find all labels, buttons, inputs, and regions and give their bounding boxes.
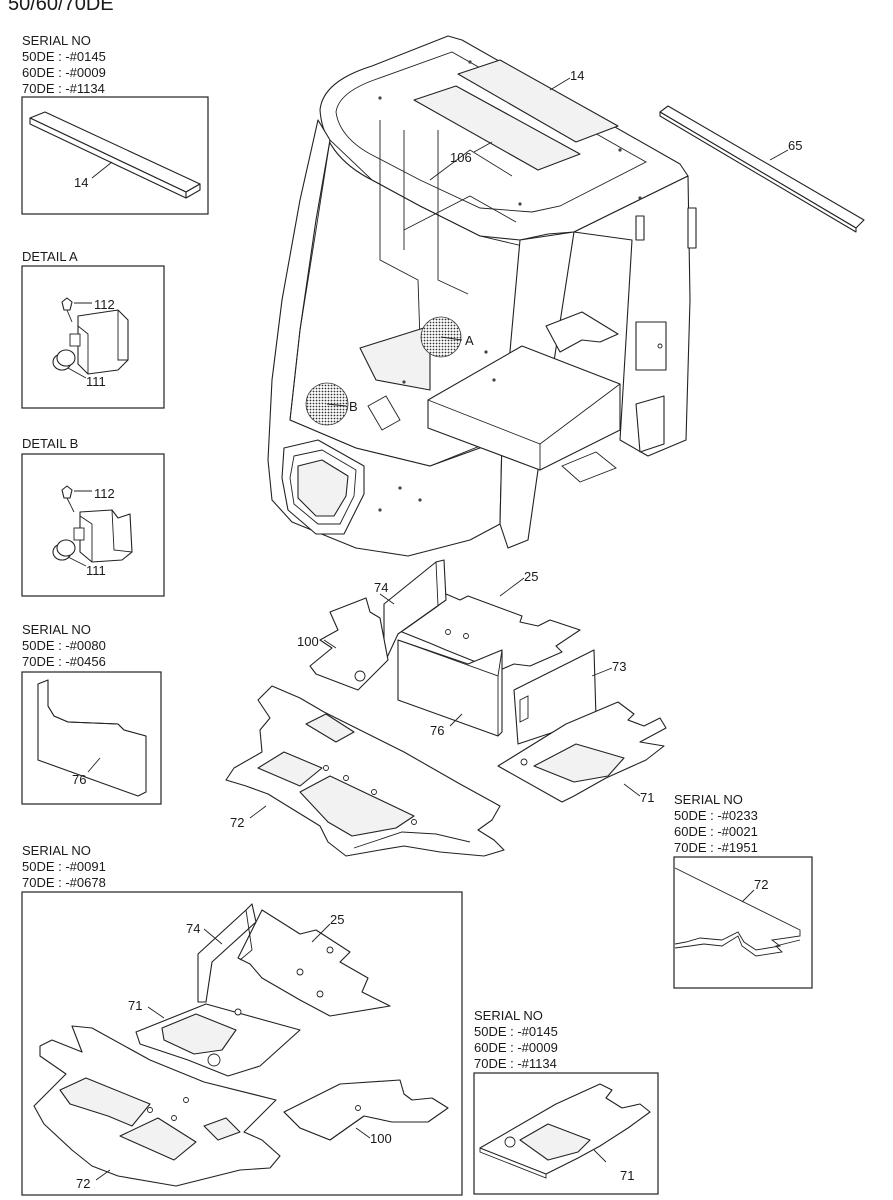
serial-box-part-71: SERIAL NO 50DE : -#0145 60DE : -#0009 70… (473, 1008, 659, 1195)
callout-76: 76 (430, 723, 444, 738)
serial-line: 70DE : -#0456 (22, 654, 106, 669)
callout-72: 72 (76, 1176, 90, 1191)
serial-heading: SERIAL NO (22, 843, 91, 858)
callout-71: 71 (128, 998, 142, 1013)
serial-line: 50DE : -#0080 (22, 638, 106, 653)
serial-box-part-72: SERIAL NO 50DE : -#0233 60DE : -#0021 70… (673, 792, 813, 989)
callout-71: 71 (640, 790, 654, 805)
insulation-pad-14-drawing (29, 111, 201, 199)
detail-a-box: DETAIL A 112 111 (21, 249, 165, 409)
floor-plate-71-drawing (479, 1083, 651, 1179)
serial-line: 70DE : -#0678 (22, 875, 106, 890)
exploded-floor-drawing (225, 559, 667, 857)
serial-line: 70DE : -#1951 (674, 840, 758, 855)
floor-edge-72-drawing (674, 867, 801, 957)
detail-frame (21, 671, 162, 805)
detail-frame (21, 96, 209, 215)
callout-111: 111 (86, 563, 106, 578)
serial-box-part-76: SERIAL NO 50DE : -#0080 70DE : -#0456 76 (21, 622, 162, 805)
callout-73: 73 (612, 659, 626, 674)
callout-25: 25 (330, 912, 344, 927)
serial-line: 70DE : -#1134 (474, 1056, 557, 1071)
callout-74: 74 (374, 580, 388, 595)
strip-65-drawing (659, 105, 865, 233)
detail-frame (473, 1072, 659, 1195)
callout-100: 100 (370, 1131, 392, 1146)
detail-marker-b: B (349, 399, 358, 414)
floor-assembly-drawing (33, 903, 449, 1187)
detail-a-heading: DETAIL A (22, 249, 78, 264)
callout-72: 72 (230, 815, 244, 830)
callout-14: 14 (74, 175, 88, 190)
detail-frame (673, 856, 813, 989)
detail-frame (21, 891, 463, 1196)
detail-b-box: DETAIL B 112 111 (21, 436, 165, 597)
serial-box-part-14: SERIAL NO 50DE : -#0145 60DE : -#0009 70… (21, 33, 209, 215)
cabin-drawing (267, 35, 697, 557)
serial-heading: SERIAL NO (674, 792, 743, 807)
side-panel-76-drawing (37, 679, 147, 797)
serial-heading: SERIAL NO (22, 33, 91, 48)
callout-106: 106 (450, 150, 472, 165)
callout-76: 76 (72, 772, 86, 787)
serial-line: 50DE : -#0091 (22, 859, 106, 874)
callout-112: 112 (94, 297, 115, 312)
callout-25: 25 (524, 569, 538, 584)
bracket-drawing (52, 485, 133, 563)
callout-65: 65 (788, 138, 802, 153)
serial-line: 50DE : -#0233 (674, 808, 758, 823)
serial-line: 70DE : -#1134 (22, 81, 105, 96)
model-title: 50/60/70DE (8, 0, 114, 15)
serial-line: 50DE : -#0145 (22, 49, 106, 64)
bracket-drawing (52, 297, 129, 375)
detail-frame (21, 453, 165, 597)
callout-14: 14 (570, 68, 584, 83)
serial-heading: SERIAL NO (474, 1008, 543, 1023)
callout-72: 72 (754, 877, 768, 892)
detail-marker-a: A (465, 333, 474, 348)
callout-74: 74 (186, 921, 200, 936)
detail-b-heading: DETAIL B (22, 436, 78, 451)
serial-box-floor-assembly: SERIAL NO 50DE : -#0091 70DE : -#0678 (21, 843, 463, 1196)
callout-71: 71 (620, 1168, 634, 1183)
callout-112: 112 (94, 486, 115, 501)
callout-100: 100 (297, 634, 319, 649)
serial-line: 50DE : -#0145 (474, 1024, 558, 1039)
serial-heading: SERIAL NO (22, 622, 91, 637)
detail-frame (21, 265, 165, 409)
serial-line: 60DE : -#0021 (674, 824, 758, 839)
callout-111: 111 (86, 374, 106, 389)
serial-line: 60DE : -#0009 (22, 65, 106, 80)
serial-line: 60DE : -#0009 (474, 1040, 558, 1055)
